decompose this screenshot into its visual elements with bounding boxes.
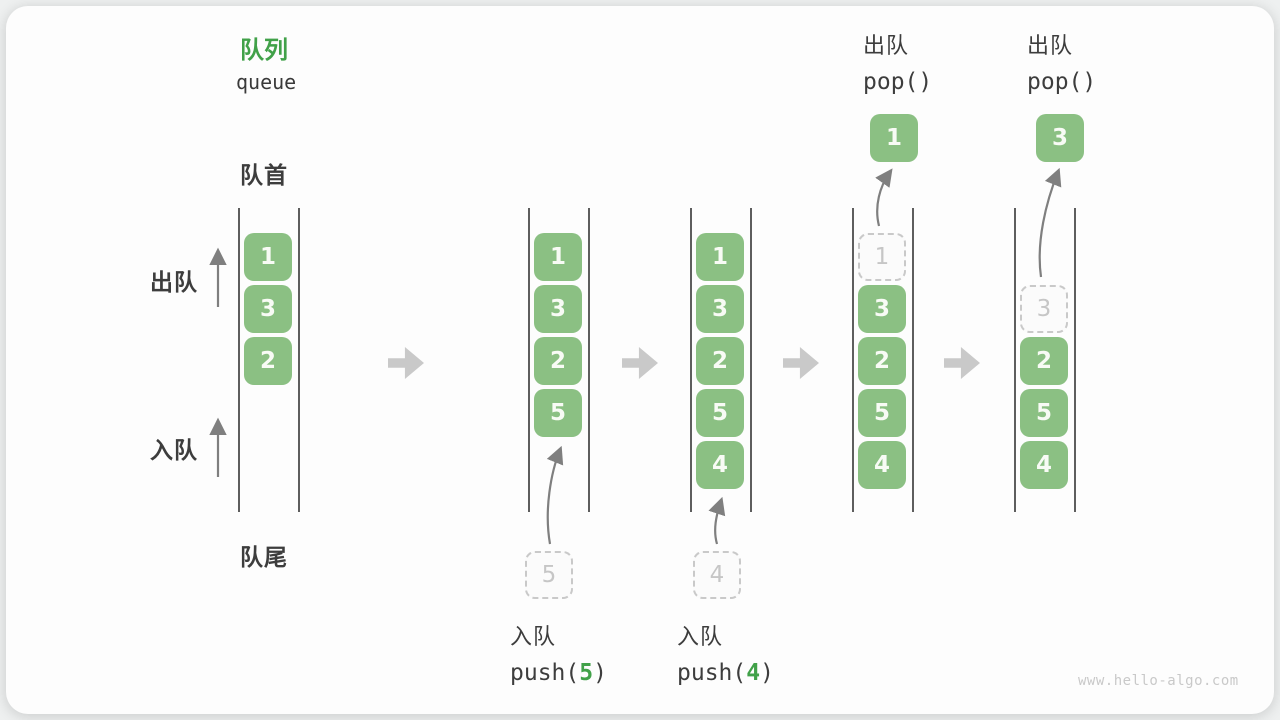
queue-cell: 4	[696, 441, 744, 489]
queue-cell: 4	[1020, 441, 1068, 489]
queue-wall-left	[238, 208, 240, 512]
operation-code-arg: 4	[746, 660, 761, 686]
queue-wall-right	[298, 208, 300, 512]
queue-cell: 2	[534, 337, 582, 385]
queue-cell: 5	[696, 389, 744, 437]
diagram-title-zh: 队列	[240, 37, 288, 64]
operation-name: 入队	[510, 624, 557, 649]
queue-cell: 1	[696, 233, 744, 281]
incoming-ghost-cell: 4	[693, 551, 741, 599]
queue-cell: 2	[696, 337, 744, 385]
watermark: www.hello-algo.com	[1078, 673, 1239, 689]
queue-cell: 5	[534, 389, 582, 437]
queue-cell: 3	[696, 285, 744, 333]
queue-wall-left	[528, 208, 530, 512]
operation-label-group: 出队 pop()	[1027, 28, 1096, 95]
operation-code-arg: 5	[579, 660, 594, 686]
queue-wall-left	[1014, 208, 1016, 512]
operation-name: 入队	[677, 624, 724, 649]
queue-cell: 5	[858, 389, 906, 437]
queue-cell: 2	[858, 337, 906, 385]
operation-label-group: 入队 push(4)	[677, 619, 774, 686]
flow-arrow-icon	[622, 347, 658, 379]
ghost-cell: 1	[858, 233, 906, 281]
queue-cell: 2	[244, 337, 292, 385]
label-dequeue-side: 出队	[150, 269, 198, 295]
pop3-arrow	[1038, 167, 1062, 278]
ghost-cell: 3	[1020, 285, 1068, 333]
flow-arrow-icon	[388, 347, 424, 379]
popped-cell: 3	[1036, 114, 1084, 162]
operation-code: pop()	[1027, 69, 1097, 95]
operation-code: push(4)	[677, 660, 774, 686]
popped-cell: 1	[870, 114, 918, 162]
operation-code: pop()	[863, 69, 933, 95]
queue-wall-left	[690, 208, 692, 512]
push5-arrow	[546, 445, 564, 545]
push4-arrow	[708, 496, 726, 545]
operation-name: 出队	[1027, 33, 1074, 58]
queue-cell: 4	[858, 441, 906, 489]
label-enqueue-side: 入队	[150, 437, 198, 463]
queue-wall-right	[588, 208, 590, 512]
queue-cell: 3	[244, 285, 292, 333]
queue-wall-left	[852, 208, 854, 512]
label-queue-rear: 队尾	[240, 544, 288, 570]
queue-cell: 3	[534, 285, 582, 333]
flow-arrow-icon	[783, 347, 819, 379]
diagram-title-en: queue	[236, 70, 297, 94]
queue-cell: 1	[244, 233, 292, 281]
queue-cell: 1	[534, 233, 582, 281]
operation-name: 出队	[863, 33, 910, 58]
pop1-arrow	[875, 168, 893, 227]
incoming-ghost-cell: 5	[525, 551, 573, 599]
queue-wall-right	[1074, 208, 1076, 512]
operation-code: push(5)	[510, 660, 607, 686]
queue-cell: 2	[1020, 337, 1068, 385]
operation-label-group: 入队 push(5)	[510, 619, 607, 686]
label-queue-front: 队首	[240, 162, 288, 188]
queue-wall-right	[912, 208, 914, 512]
flow-arrow-icon	[944, 347, 980, 379]
queue-cell: 3	[858, 285, 906, 333]
queue-cell: 5	[1020, 389, 1068, 437]
queue-wall-right	[750, 208, 752, 512]
operation-label-group: 出队 pop()	[863, 28, 932, 95]
